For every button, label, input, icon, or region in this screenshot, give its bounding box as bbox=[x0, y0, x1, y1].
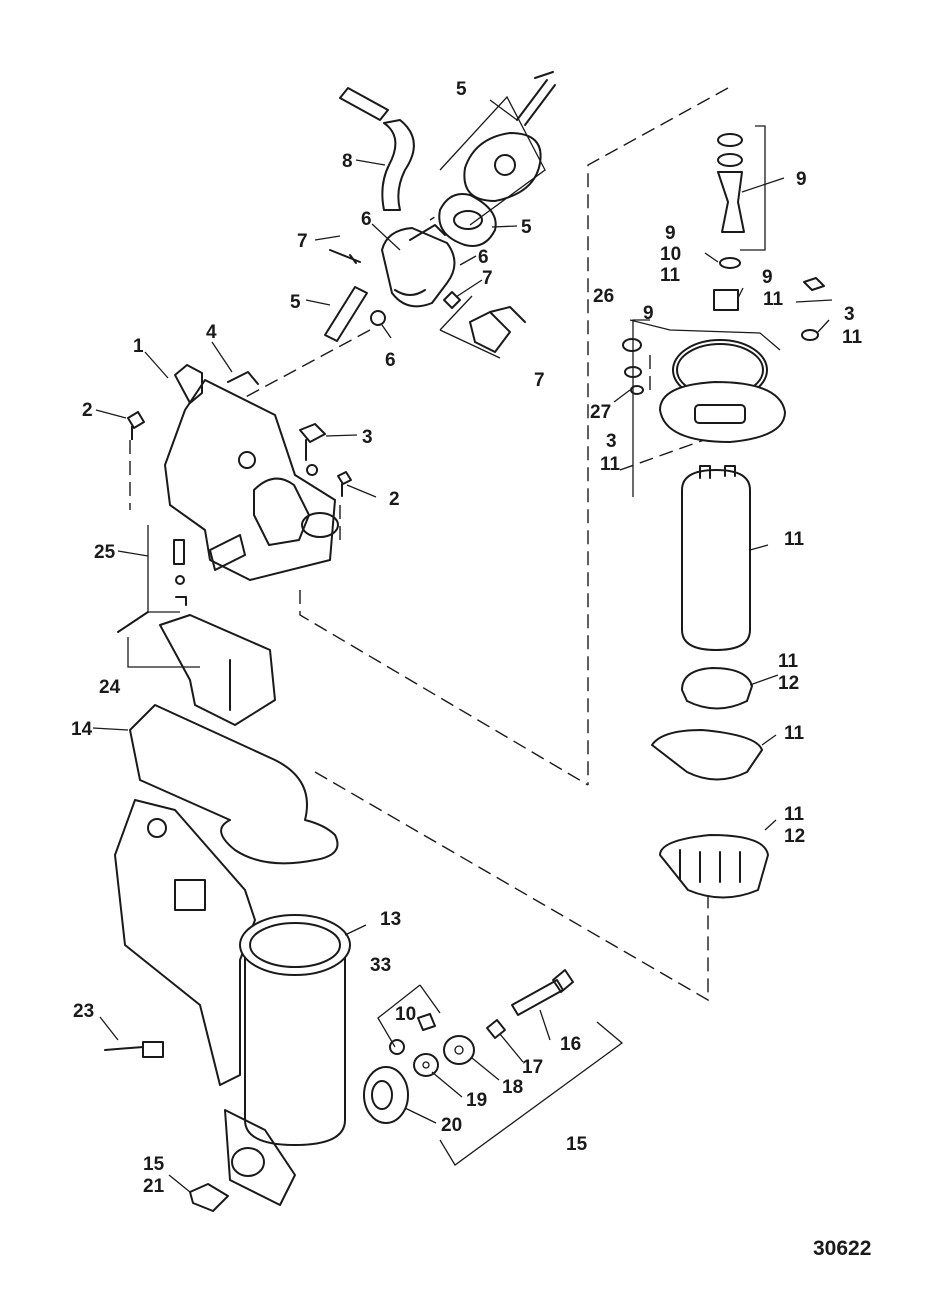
callout-9-fitting: 9 bbox=[762, 267, 773, 288]
callout-26: 26 bbox=[593, 286, 614, 307]
callout-33: 33 bbox=[370, 955, 391, 976]
callout-18: 18 bbox=[502, 1077, 523, 1098]
pump-stack bbox=[622, 133, 825, 899]
callout-15-bracket: 15 bbox=[566, 1134, 588, 1155]
callout-3-right: 3 bbox=[844, 304, 855, 325]
callout-17: 17 bbox=[522, 1057, 543, 1078]
callout-2-right: 2 bbox=[389, 489, 400, 510]
callout-9-stack: 9 bbox=[665, 223, 676, 244]
callout-19: 19 bbox=[466, 1090, 487, 1111]
clip-and-cover bbox=[117, 539, 276, 726]
callout-6-oring: 6 bbox=[385, 350, 396, 371]
callout-27: 27 bbox=[590, 402, 611, 423]
callout-11-plate: 11 bbox=[600, 454, 621, 475]
callout-labels: 1 2 4 2 3 25 24 14 5 8 6 7 5 6 7 6 7 5 9… bbox=[71, 79, 863, 1197]
callout-12-filter: 12 bbox=[784, 826, 805, 847]
callout-9-plate: 9 bbox=[643, 303, 654, 324]
callout-3-housing: 3 bbox=[362, 427, 373, 448]
callout-16: 16 bbox=[560, 1034, 581, 1055]
callout-12-cap: 12 bbox=[778, 673, 799, 694]
callout-8: 8 bbox=[342, 151, 353, 172]
callout-11-right: 11 bbox=[842, 327, 863, 348]
callout-10-stack: 10 bbox=[660, 244, 681, 265]
callout-11-cap: 11 bbox=[778, 651, 799, 672]
hose-assembly bbox=[324, 71, 556, 353]
callout-7-right: 7 bbox=[482, 268, 493, 289]
callout-11-ring: 11 bbox=[784, 723, 805, 744]
callout-7-bottom: 7 bbox=[534, 370, 545, 391]
callout-10-hardware: 10 bbox=[395, 1004, 416, 1025]
callout-7-bolt: 7 bbox=[297, 231, 308, 252]
callout-25: 25 bbox=[94, 542, 116, 563]
callout-11-stack: 11 bbox=[660, 265, 681, 286]
callout-1: 1 bbox=[133, 336, 144, 357]
callout-20: 20 bbox=[441, 1115, 462, 1136]
callout-5-top: 5 bbox=[456, 79, 467, 100]
callout-21: 21 bbox=[143, 1176, 165, 1197]
bracket-lines bbox=[127, 95, 781, 1166]
callout-11-pump: 11 bbox=[784, 529, 805, 550]
callout-3-plate: 3 bbox=[606, 431, 617, 452]
callout-14: 14 bbox=[71, 719, 93, 740]
side-hardware bbox=[363, 969, 574, 1124]
callout-23: 23 bbox=[73, 1001, 94, 1022]
callout-24: 24 bbox=[99, 677, 121, 698]
drawing-number: 30622 bbox=[813, 1237, 871, 1260]
callout-11-fitting: 11 bbox=[763, 289, 784, 310]
callout-4: 4 bbox=[206, 322, 217, 343]
gasket bbox=[129, 704, 339, 865]
callout-15-fitting: 15 bbox=[143, 1154, 165, 1175]
upper-housing bbox=[127, 364, 352, 581]
callout-13: 13 bbox=[380, 909, 401, 930]
callout-5-washer: 5 bbox=[521, 217, 532, 238]
callout-2-left: 2 bbox=[82, 400, 93, 421]
callout-6-right: 6 bbox=[478, 247, 489, 268]
callout-9-top: 9 bbox=[796, 169, 807, 190]
callout-5-pin: 5 bbox=[290, 292, 301, 313]
callout-6-top: 6 bbox=[361, 209, 372, 230]
lower-housing bbox=[104, 799, 351, 1212]
callout-11-filter: 11 bbox=[784, 804, 805, 825]
callout-leaders bbox=[92, 99, 833, 1193]
